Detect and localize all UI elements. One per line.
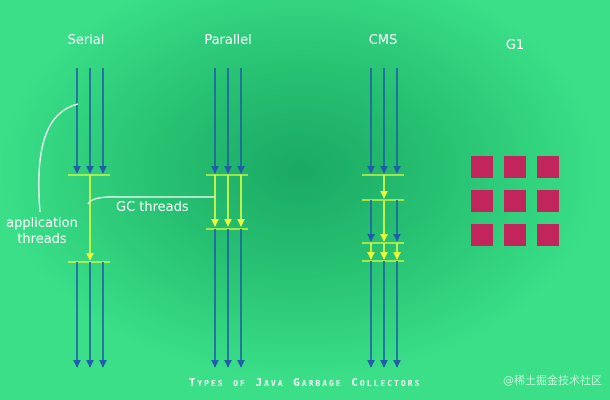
collector-title-serial: Serial bbox=[67, 33, 105, 48]
g1-region bbox=[537, 224, 559, 246]
g1-region bbox=[537, 156, 559, 178]
watermark: @稀土掘金技术社区 bbox=[503, 374, 602, 387]
collector-title-cms: CMS bbox=[368, 33, 398, 48]
parallel-app-threads-before bbox=[211, 68, 245, 174]
cms-app-threads-after bbox=[367, 261, 401, 368]
g1-region bbox=[537, 190, 559, 212]
cms-app-threads-initial bbox=[367, 68, 401, 174]
serial-app-threads-before bbox=[73, 68, 107, 174]
serial-app-threads-after bbox=[73, 262, 107, 368]
cms-remark-gc-threads bbox=[367, 243, 401, 260]
diagram-caption: Types of Java Garbage Collectors bbox=[188, 376, 422, 389]
g1-region bbox=[471, 156, 493, 178]
cms-concurrent-phase bbox=[367, 200, 401, 242]
parallel-collector bbox=[206, 68, 248, 368]
collector-title-g1: G1 bbox=[505, 38, 525, 53]
gc-threads-callout-line bbox=[87, 196, 215, 205]
g1-region-grid bbox=[471, 156, 559, 246]
parallel-gc-threads bbox=[211, 175, 245, 227]
gc-threads-label: GC threads bbox=[116, 200, 189, 215]
serial-collector bbox=[68, 68, 110, 368]
cms-collector bbox=[362, 68, 404, 368]
g1-region bbox=[504, 190, 526, 212]
g1-region bbox=[471, 190, 493, 212]
parallel-app-threads-after bbox=[211, 229, 245, 368]
collector-title-parallel: Parallel bbox=[204, 33, 252, 48]
application-threads-label: application threads bbox=[6, 216, 78, 247]
application-threads-callout-line bbox=[38, 103, 79, 213]
g1-region bbox=[471, 224, 493, 246]
g1-region bbox=[504, 224, 526, 246]
g1-region bbox=[504, 156, 526, 178]
